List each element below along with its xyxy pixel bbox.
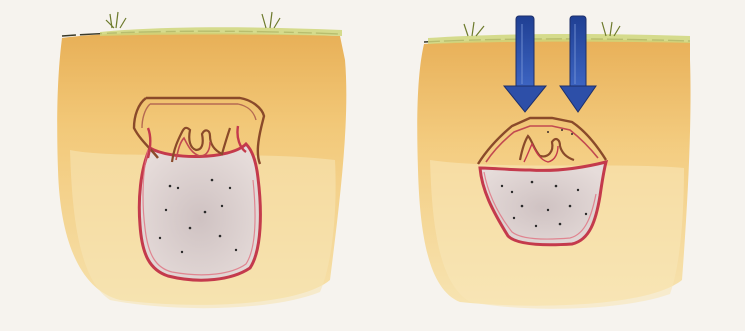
jar-body-left: [139, 144, 260, 280]
grass-tuft-left-2: [262, 12, 280, 28]
panel-left: [57, 12, 346, 308]
panel-right: [417, 16, 690, 309]
grass-tuft-right-2: [602, 22, 620, 36]
grass-tuft-right-1: [464, 22, 484, 36]
grass-tuft-left-1: [106, 12, 126, 28]
